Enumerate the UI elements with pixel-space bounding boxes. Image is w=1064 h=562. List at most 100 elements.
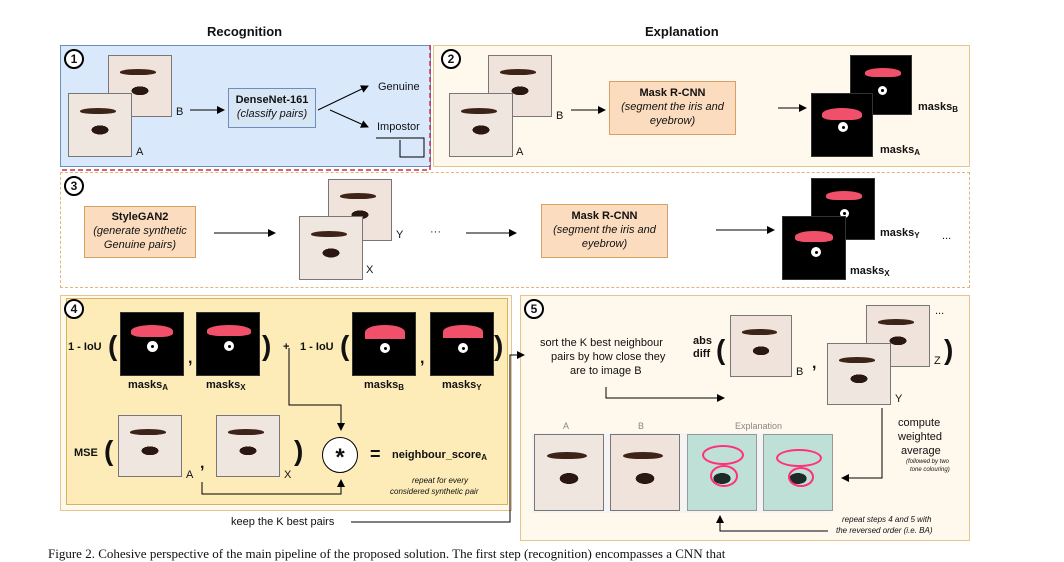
label-y: Y [396,229,404,241]
keep-best-label: keep the K best pairs [231,516,335,528]
eye-image-a [68,93,132,157]
equals-sign: = [370,444,381,464]
label-b: B [176,106,184,118]
repeat-steps-1: repeat steps 4 and 5 with [842,515,932,524]
paren-open-5: ( [716,334,726,365]
mask-image-a [811,93,873,157]
paren-close-3: ) [294,435,304,466]
maskrcnn-box-2: Mask R-CNN (segment the iris and eyebrow… [541,204,668,258]
repeat-note-1: repeat for every [412,476,469,485]
compute-text-1: compute [898,417,941,429]
column-explanation-label: Explanation [735,421,783,431]
eye-image-b-2 [488,55,552,117]
mse-label: MSE [74,447,98,459]
compute-note-1: (followed by two [906,459,950,465]
comma-2: , [420,350,425,367]
neighbour-image-y [827,343,891,405]
figure-caption: Figure 2. Cohesive perspective of the ma… [48,546,726,561]
label-y-5: Y [895,393,903,405]
mse-image-x [216,415,280,477]
mse-label-a: A [186,469,194,481]
mask-x-compare [196,312,260,376]
masks-y-compare-label: masksY [442,379,482,392]
explanation-header: Explanation [645,24,719,39]
comma-5: , [812,355,817,372]
stylegan-name: StyleGAN2 [111,211,169,224]
sort-text-2: pairs by how close they [551,351,666,363]
stylegan-desc: (generate synthetic Genuine pairs) [93,225,187,251]
comma-1: , [188,350,193,367]
result-image-a [534,434,604,511]
paren-open-1: ( [108,330,118,361]
masks-a-compare-label: masksA [128,379,169,392]
label-z-5: Z [934,355,941,367]
comma-3: , [200,455,205,472]
mask-y-compare [430,312,494,376]
maskrcnn-name-2: Mask R-CNN [571,210,638,223]
mask-b-compare [352,312,416,376]
densenet-desc: (classify pairs) [236,108,308,120]
star-symbol: * [335,444,345,471]
repeat-note-2: considered synthetic pair [390,487,479,496]
diff-image-b [730,315,792,377]
neighbour-score-label: neighbour_scoreA [392,449,488,462]
compute-text-2: weighted [898,431,943,443]
plus-sign: + [283,341,290,353]
maskrcnn-box: Mask R-CNN (segment the iris and eyebrow… [609,81,736,135]
step-5-badge: 5 [524,299,544,319]
label-x: X [366,264,374,276]
densenet-box: DenseNet-161 (classify pairs) [228,88,316,128]
synthetic-image-x [299,216,363,280]
masks-x-label: masksX [850,265,890,278]
step-2-badge: 2 [441,49,461,69]
mse-image-a [118,415,182,477]
label-b-2: B [556,110,564,122]
one-minus-iou-1: 1 - IoU [68,341,102,353]
paren-open-2: ( [340,330,350,361]
eye-image-a-2 [449,93,513,157]
recognition-header: Recognition [207,24,283,39]
maskrcnn-name: Mask R-CNN [639,87,706,100]
sort-text-3: are to image B [570,365,642,377]
explanation-image-a [687,434,757,511]
output-genuine: Genuine [378,81,420,93]
compute-text-3: average [901,445,941,457]
paren-close-1: ) [262,330,272,361]
masks-y-label: masksY [880,227,920,240]
step-3-badge: 3 [64,176,84,196]
mse-label-x: X [284,469,292,481]
ellipsis-3b: ... [942,230,952,242]
repeat-steps-2: the reversed order (i.e. BA) [836,526,933,535]
label-a: A [136,146,144,158]
sort-text-1: sort the K best neighbour [540,337,663,349]
column-b-label: B [638,421,645,431]
masks-b-compare-label: masksB [364,379,405,392]
output-impostor: Impostor [377,121,420,133]
label-a-2: A [516,146,524,158]
abs-label: abs [693,335,712,347]
step-4-badge: 4 [64,299,84,319]
column-a-label: A [563,421,570,431]
one-minus-iou-2: 1 - IoU [300,341,334,353]
diff-label-b: B [796,366,804,378]
masks-a-label: masksA [880,144,921,157]
masks-b-label: masksB [918,101,959,114]
paren-close-2: ) [494,330,504,361]
result-image-b [610,434,680,511]
paren-open-3: ( [104,435,114,466]
step-1-badge: 1 [64,49,84,69]
mask-image-x [782,216,846,280]
combine-operator: * [322,437,358,473]
diff-label: diff [693,348,711,360]
paren-close-5: ) [944,334,954,365]
mask-a-compare [120,312,184,376]
explanation-image-b [763,434,833,511]
stylegan-box: StyleGAN2 (generate synthetic Genuine pa… [84,206,196,258]
maskrcnn-desc-2: (segment the iris and eyebrow) [553,224,656,250]
maskrcnn-desc: (segment the iris and eyebrow) [621,101,724,127]
compute-note-2: tone colouring) [910,467,950,473]
densenet-name: DenseNet-161 [235,94,309,107]
ellipsis-5: ... [935,305,945,317]
ellipsis-3: ··· [430,226,441,238]
masks-x-compare-label: masksX [206,379,246,392]
